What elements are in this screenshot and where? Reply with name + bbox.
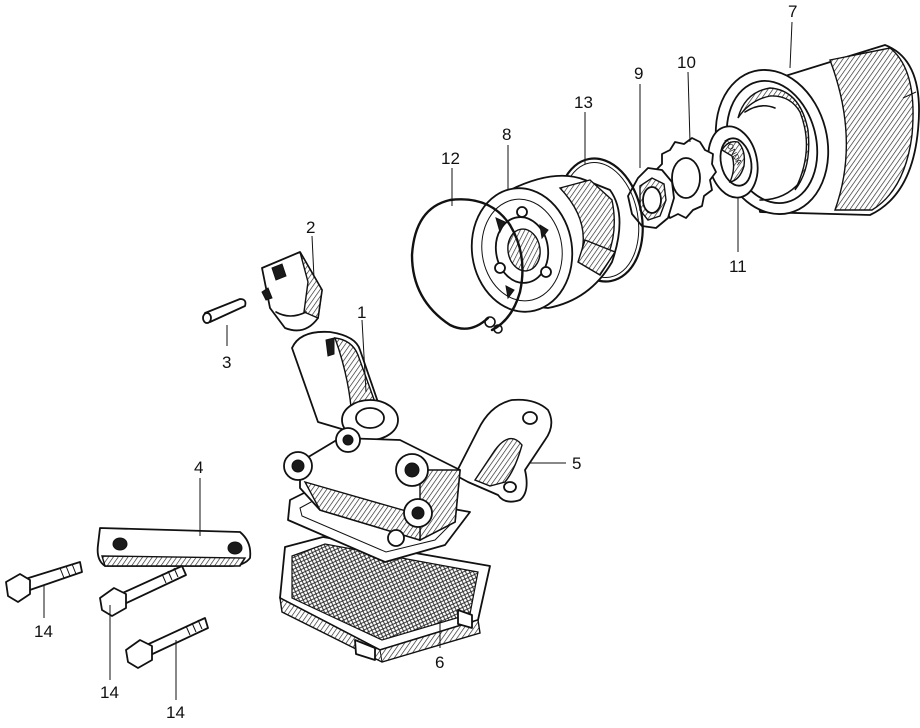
- circlip-drawing: [410, 198, 524, 334]
- callout-14b: 14: [100, 683, 119, 702]
- strainer-screen-drawing: [279, 536, 491, 663]
- part-number-labels: 1 2 3 4 5 6 7 8 9 10 11 12 13 14 14 14: [34, 2, 797, 722]
- callout-9: 9: [634, 64, 643, 83]
- leader-lines: [43, 21, 793, 700]
- callout-8: 8: [502, 125, 511, 144]
- callout-3: 3: [222, 353, 231, 372]
- strap-drawing: [96, 527, 252, 567]
- leader-2: [311, 235, 315, 279]
- callout-2: 2: [306, 218, 315, 237]
- bolt-left-drawing: [5, 561, 83, 603]
- bolt-middle-drawing: [99, 565, 187, 617]
- leader-10: [687, 71, 691, 143]
- callout-14a: 14: [34, 622, 53, 641]
- callout-10: 10: [677, 53, 696, 72]
- cap-drawing: [261, 251, 323, 332]
- inner-rotor-drawing: [627, 167, 675, 229]
- callout-11: 11: [729, 257, 747, 276]
- pin-drawing: [202, 298, 247, 324]
- callout-1: 1: [357, 303, 366, 322]
- callout-4: 4: [194, 458, 203, 477]
- leader-7: [789, 21, 793, 69]
- bracket-drawing: [454, 398, 553, 503]
- callout-14c: 14: [166, 703, 185, 722]
- pump-body-drawing: [283, 330, 471, 563]
- pump-housing-drawing: [470, 174, 621, 313]
- bolt-right-drawing: [125, 617, 209, 669]
- callout-5: 5: [572, 454, 581, 473]
- leader-1: [361, 319, 367, 393]
- rotor-insert-drawing: HONDA: [707, 125, 759, 199]
- callout-7: 7: [788, 2, 797, 21]
- callout-12: 12: [441, 149, 460, 168]
- callout-13: 13: [574, 93, 593, 112]
- callout-6: 6: [435, 653, 444, 672]
